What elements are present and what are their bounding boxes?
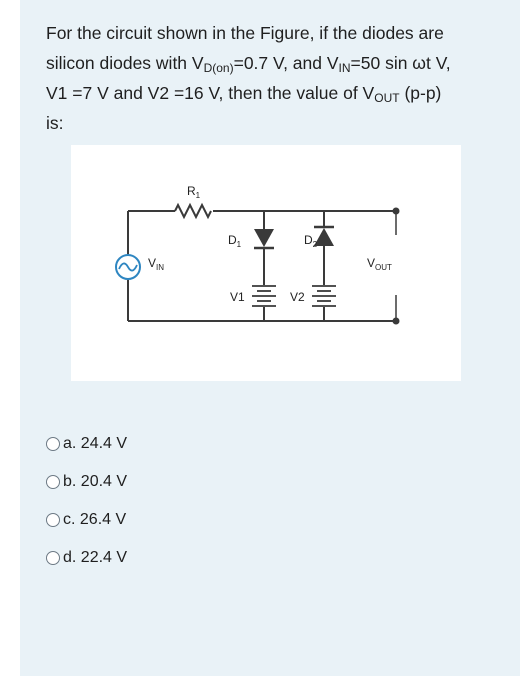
vout-terminal-top <box>392 207 400 215</box>
question-line-4: is: <box>46 113 64 133</box>
question-line-1: For the circuit shown in the Figure, if … <box>46 23 444 43</box>
label-vout: VOUT <box>367 256 392 272</box>
radio-icon[interactable] <box>46 551 60 565</box>
label-vin: VIN <box>148 256 164 272</box>
q2-c: =50 sin ωt V, <box>350 53 451 73</box>
question-card: For the circuit shown in the Figure, if … <box>20 0 520 676</box>
q2-b: =0.7 V, and V <box>233 53 339 73</box>
circuit-figure: R1 D1 D2 VIN V1 V2 VOUT <box>71 145 461 381</box>
label-d2: D2 <box>304 233 318 249</box>
option-d[interactable]: d. 22.4 V <box>46 546 246 570</box>
q3-a: V1 =7 V and V2 =16 V, then the value of … <box>46 83 375 103</box>
q2-sub2: IN <box>338 61 351 75</box>
radio-icon[interactable] <box>46 513 60 527</box>
q3-sub: OUT <box>374 91 400 105</box>
option-d-label: d. 22.4 V <box>63 549 128 566</box>
q2-a: silicon diodes with V <box>46 53 204 73</box>
sine-wave-icon <box>118 262 138 272</box>
radio-icon[interactable] <box>46 475 60 489</box>
battery-v2-icon <box>312 285 336 307</box>
q2-sub1: D(on) <box>203 61 234 75</box>
resistor-r1 <box>174 202 212 220</box>
label-r1: R1 <box>187 184 201 200</box>
vout-terminal-bottom <box>392 317 400 325</box>
circuit-diagram: R1 D1 D2 VIN V1 V2 VOUT <box>115 184 400 325</box>
option-c-label: c. 26.4 V <box>63 511 127 528</box>
circuit-wires <box>127 202 397 322</box>
diode-d2 <box>314 225 334 246</box>
question-line-3: V1 =7 V and V2 =16 V, then the value of … <box>46 78 506 108</box>
option-b[interactable]: b. 20.4 V <box>46 470 246 494</box>
option-b-label: b. 20.4 V <box>63 473 128 490</box>
label-v1: V1 <box>230 290 245 304</box>
option-a[interactable]: a. 24.4 V <box>46 432 246 456</box>
battery-v1-icon <box>252 285 276 307</box>
diode-d1 <box>254 229 274 250</box>
radio-icon[interactable] <box>46 437 60 451</box>
question-line-2: silicon diodes with VD(on)=0.7 V, and VI… <box>46 48 506 78</box>
q3-b: (p-p) <box>399 83 442 103</box>
option-c[interactable]: c. 26.4 V <box>46 508 246 532</box>
label-v2: V2 <box>290 290 305 304</box>
option-a-label: a. 24.4 V <box>63 435 128 452</box>
label-d1: D1 <box>228 233 242 249</box>
question-text: For the circuit shown in the Figure, if … <box>46 18 506 138</box>
